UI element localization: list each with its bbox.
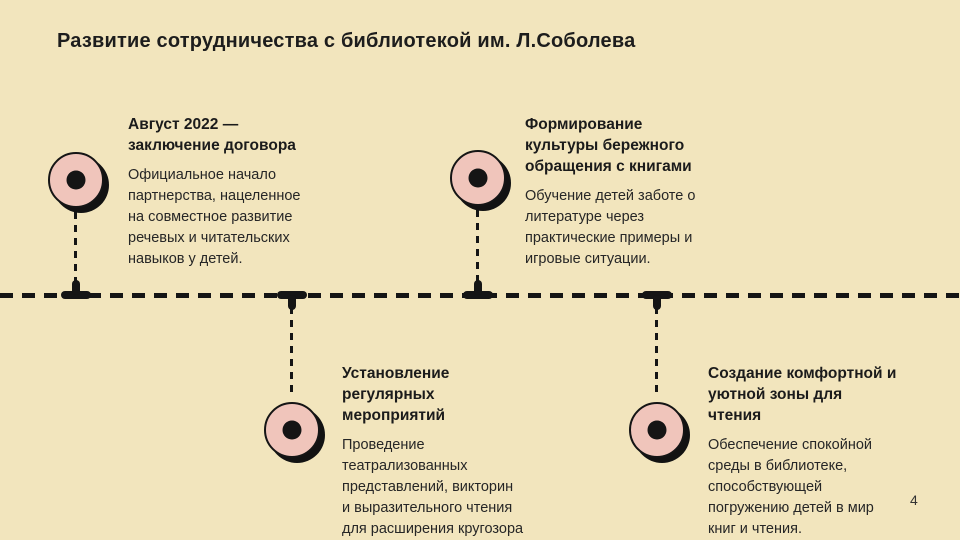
timeline-node-donut-icon [48,152,104,208]
milestone-text-block: Установление регулярных мероприятий Пров… [342,363,557,540]
page-number: 4 [910,492,918,508]
slide-title: Развитие сотрудничества с библиотекой им… [57,30,636,52]
milestone-connector-line [476,210,479,284]
milestone-text-block: Формирование культуры бережного обращени… [525,114,747,270]
timeline-tick-icon [642,291,672,299]
milestone-description: Официальное начало партнерства, нацеленн… [128,167,301,267]
timeline-tick-icon [277,291,307,299]
milestone-description: Проведение театрализованных представлени… [342,437,524,537]
timeline-node-donut-icon [629,402,685,458]
milestone-title: Август 2022 — заключение договора [128,116,296,154]
milestone-description: Обеспечение спокойной среды в библиотеке… [708,437,874,537]
timeline-node-donut-icon [450,150,506,206]
timeline-tick-icon [61,291,91,299]
milestone-title: Формирование культуры бережного обращени… [525,116,692,175]
milestone-connector-line [655,307,658,396]
milestone-connector-line [290,307,293,396]
milestone-title: Создание комфортной и уютной зоны для чт… [708,365,897,424]
timeline-node-donut-icon [264,402,320,458]
milestone-text-block: Август 2022 — заключение договора Официа… [128,114,333,270]
milestone-text-block: Создание комфортной и уютной зоны для чт… [708,363,936,540]
milestone-connector-line [74,212,77,284]
milestone-description: Обучение детей заботе о литературе через… [525,188,696,267]
milestone-title: Установление регулярных мероприятий [342,365,450,424]
timeline-tick-icon [463,291,493,299]
